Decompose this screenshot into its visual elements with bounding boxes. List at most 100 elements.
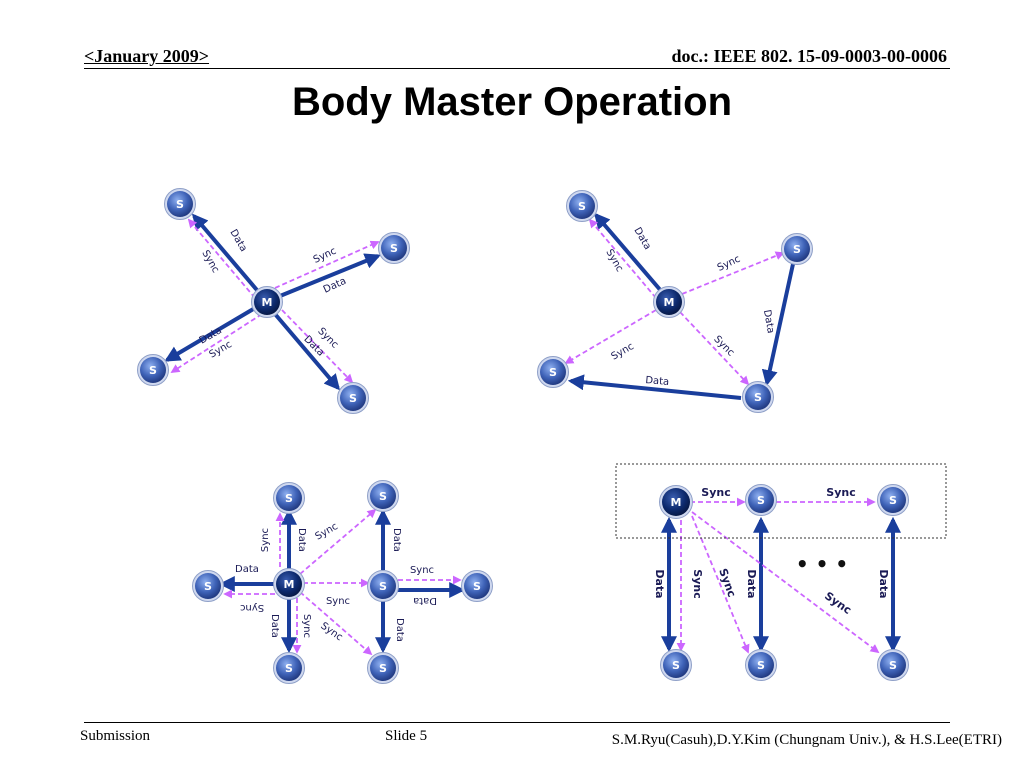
- data-label: Data: [394, 618, 405, 642]
- data-link: [593, 212, 664, 294]
- slide-title: Body Master Operation: [291, 80, 733, 124]
- sync-label: Sync: [410, 565, 434, 576]
- data-label: Data: [631, 226, 652, 252]
- slave-node-label: S: [757, 659, 765, 672]
- slave-node: S: [273, 482, 305, 514]
- slave-node-label: S: [793, 243, 801, 256]
- node-layer: M S S S S M S S S S M S S S S S S S M S S S S S: [137, 188, 909, 684]
- slave-node: S: [660, 649, 692, 681]
- slave-node-label: S: [176, 198, 184, 211]
- slave-node-label: S: [757, 494, 765, 507]
- footer-slide-number: Slide 5: [385, 728, 428, 744]
- slave-node: S: [745, 649, 777, 681]
- sync-link: [170, 313, 263, 373]
- data-label: Data: [269, 614, 280, 638]
- sync-link: [691, 511, 880, 654]
- slave-node-label: S: [379, 662, 387, 675]
- data-label: Data: [745, 569, 758, 598]
- sync-group-box: [615, 463, 947, 539]
- sync-link: [274, 240, 380, 289]
- data-label: Data: [413, 595, 437, 606]
- sync-label: Sync: [199, 249, 221, 275]
- slave-node-label: S: [204, 580, 212, 593]
- slave-node: S: [461, 570, 493, 602]
- data-link: [761, 263, 795, 387]
- slave-node-label: S: [889, 494, 897, 507]
- slave-node-label: S: [149, 364, 157, 377]
- slave-node: S: [164, 188, 196, 220]
- data-label: Data: [761, 309, 776, 334]
- data-label: Data: [235, 564, 259, 575]
- slave-node-label: S: [285, 662, 293, 675]
- sync-label: Sync: [711, 334, 736, 359]
- slave-node: S: [745, 484, 777, 516]
- slave-node-label: S: [754, 391, 762, 404]
- data-link: [273, 312, 341, 391]
- sync-link: [681, 251, 785, 295]
- data-label: Data: [227, 228, 248, 254]
- sync-label: Sync: [301, 614, 312, 638]
- data-link: [279, 253, 381, 298]
- slave-node-label: S: [672, 659, 680, 672]
- slave-node: S: [378, 232, 410, 264]
- sync-label: Sync: [318, 621, 344, 644]
- slave-node-label: S: [889, 659, 897, 672]
- slave-node-label: S: [285, 492, 293, 505]
- header-doc-id: doc.: IEEE 802. 15-09-0003-00-0006: [671, 46, 948, 66]
- sync-link: [691, 515, 750, 654]
- master-node-label: M: [664, 296, 675, 309]
- footer-submission: Submission: [80, 728, 151, 744]
- slave-node: S: [742, 381, 774, 413]
- sync-label: Sync: [603, 248, 625, 274]
- sync-label: Sync: [240, 602, 264, 613]
- slave-node-label: S: [473, 580, 481, 593]
- slave-node-label: S: [390, 242, 398, 255]
- sync-label: Sync: [314, 521, 340, 543]
- slave-node: S: [192, 570, 224, 602]
- master-node: M: [653, 286, 685, 318]
- sync-link: [299, 508, 377, 575]
- sync-label: Sync: [691, 569, 704, 598]
- slave-node: S: [781, 233, 813, 265]
- slave-node-label: S: [549, 366, 557, 379]
- master-node-label: M: [671, 496, 682, 509]
- slave-node: S: [566, 190, 598, 222]
- master-node: M: [251, 286, 283, 318]
- slave-node: S: [367, 570, 399, 602]
- data-label: Data: [391, 528, 402, 552]
- data-link: [567, 374, 742, 400]
- header-rule: [84, 68, 950, 69]
- sync-link: [564, 309, 657, 364]
- sync-label: Sync: [208, 339, 234, 361]
- sync-link: [281, 309, 354, 384]
- master-node-label: M: [262, 296, 273, 309]
- data-link: [164, 306, 257, 362]
- sync-label: Sync: [701, 486, 730, 499]
- slave-node: S: [337, 382, 369, 414]
- data-link: [191, 213, 264, 298]
- slave-node-label: S: [578, 200, 586, 213]
- sync-link: [588, 218, 657, 299]
- data-label: Data: [296, 528, 307, 552]
- slave-node-label: S: [379, 580, 387, 593]
- data-label: Data: [653, 569, 666, 598]
- master-node-label: M: [284, 578, 295, 591]
- sync-label: Sync: [826, 486, 855, 499]
- sync-label: Sync: [610, 341, 636, 363]
- header-date: <January 2009>: [84, 46, 210, 66]
- sync-link: [187, 218, 256, 299]
- sync-label: Sync: [260, 528, 271, 552]
- master-node: M: [273, 568, 305, 600]
- ellipsis: • • •: [796, 552, 848, 576]
- slave-node: S: [367, 652, 399, 684]
- slave-node-label: S: [379, 490, 387, 503]
- slave-node: S: [877, 649, 909, 681]
- data-label: Data: [645, 375, 670, 388]
- master-node: M: [659, 485, 693, 519]
- slave-node-label: S: [349, 392, 357, 405]
- sync-link: [679, 311, 750, 386]
- slave-node: S: [537, 356, 569, 388]
- slave-node: S: [367, 480, 399, 512]
- footer-authors: S.M.Ryu(Casuh),D.Y.Kim (Chungnam Univ.),…: [611, 732, 1002, 748]
- link-layer: [164, 212, 901, 656]
